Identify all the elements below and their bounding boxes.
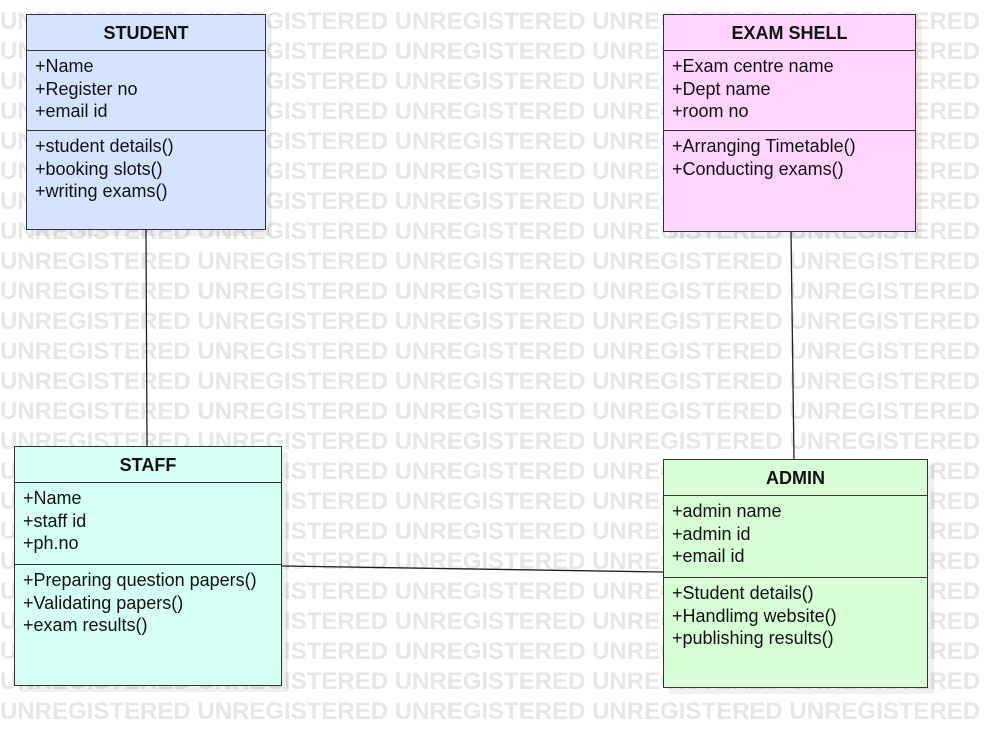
method: +publishing results()	[672, 628, 834, 648]
class-admin-name: ADMIN	[664, 460, 927, 496]
method: +Validating papers()	[23, 592, 184, 613]
class-staff-methods: +Preparing question papers() +Validating…	[15, 565, 281, 641]
attribute: +email id	[672, 546, 745, 566]
class-student-methods: +student details() +booking slots() +wri…	[27, 131, 265, 207]
watermark-text: UNREGISTERED UNREGISTERED UNREGISTERED U…	[0, 398, 987, 425]
method: +Student details()	[672, 583, 814, 603]
attribute: +Name	[35, 56, 94, 76]
class-exam-shell-methods: +Arranging Timetable() +Conducting exams…	[664, 131, 915, 184]
watermark-text: UNREGISTERED UNREGISTERED UNREGISTERED U…	[0, 338, 987, 365]
attribute: +Dept name	[672, 78, 771, 99]
method: +Handlimg website()	[672, 605, 837, 626]
attribute: +ph.no	[23, 533, 79, 553]
class-student-attributes: +Name +Register no +email id	[27, 51, 265, 131]
attribute: +Register no	[35, 78, 138, 99]
method: +student details()	[35, 136, 174, 156]
method: +writing exams()	[35, 181, 168, 201]
watermark-text: UNREGISTERED UNREGISTERED UNREGISTERED U…	[0, 308, 987, 335]
class-exam-shell-name: EXAM SHELL	[664, 15, 915, 51]
attribute: +Name	[23, 488, 82, 508]
attribute: +admin id	[672, 523, 751, 544]
watermark-text: UNREGISTERED UNREGISTERED UNREGISTERED U…	[0, 248, 987, 275]
watermark-text: UNREGISTERED UNREGISTERED UNREGISTERED U…	[0, 698, 987, 725]
class-staff[interactable]: STAFF +Name +staff id +ph.no +Preparing …	[14, 446, 282, 686]
attribute: +room no	[672, 101, 749, 121]
method: +Arranging Timetable()	[672, 136, 856, 156]
method: +booking slots()	[35, 158, 163, 179]
method: +Preparing question papers()	[23, 570, 257, 590]
association-examshell-admin[interactable]	[790, 230, 795, 460]
watermark-text: UNREGISTERED UNREGISTERED UNREGISTERED U…	[0, 368, 987, 395]
class-exam-shell[interactable]: EXAM SHELL +Exam centre name +Dept name …	[663, 14, 916, 232]
attribute: +admin name	[672, 501, 782, 521]
association-student-staff[interactable]	[145, 228, 148, 448]
class-exam-shell-attributes: +Exam centre name +Dept name +room no	[664, 51, 915, 131]
association-staff-admin[interactable]	[281, 565, 664, 573]
watermark-text: UNREGISTERED UNREGISTERED UNREGISTERED U…	[0, 278, 987, 305]
attribute: +email id	[35, 101, 108, 121]
class-staff-name: STAFF	[15, 447, 281, 483]
class-staff-attributes: +Name +staff id +ph.no	[15, 483, 281, 565]
class-admin[interactable]: ADMIN +admin name +admin id +email id +S…	[663, 459, 928, 688]
method: +exam results()	[23, 615, 148, 635]
class-admin-attributes: +admin name +admin id +email id	[664, 496, 927, 578]
attribute: +staff id	[23, 510, 87, 531]
method: +Conducting exams()	[672, 158, 844, 179]
class-student-name: STUDENT	[27, 15, 265, 51]
attribute: +Exam centre name	[672, 56, 834, 76]
class-student[interactable]: STUDENT +Name +Register no +email id +st…	[26, 14, 266, 230]
class-admin-methods: +Student details() +Handlimg website() +…	[664, 578, 927, 654]
